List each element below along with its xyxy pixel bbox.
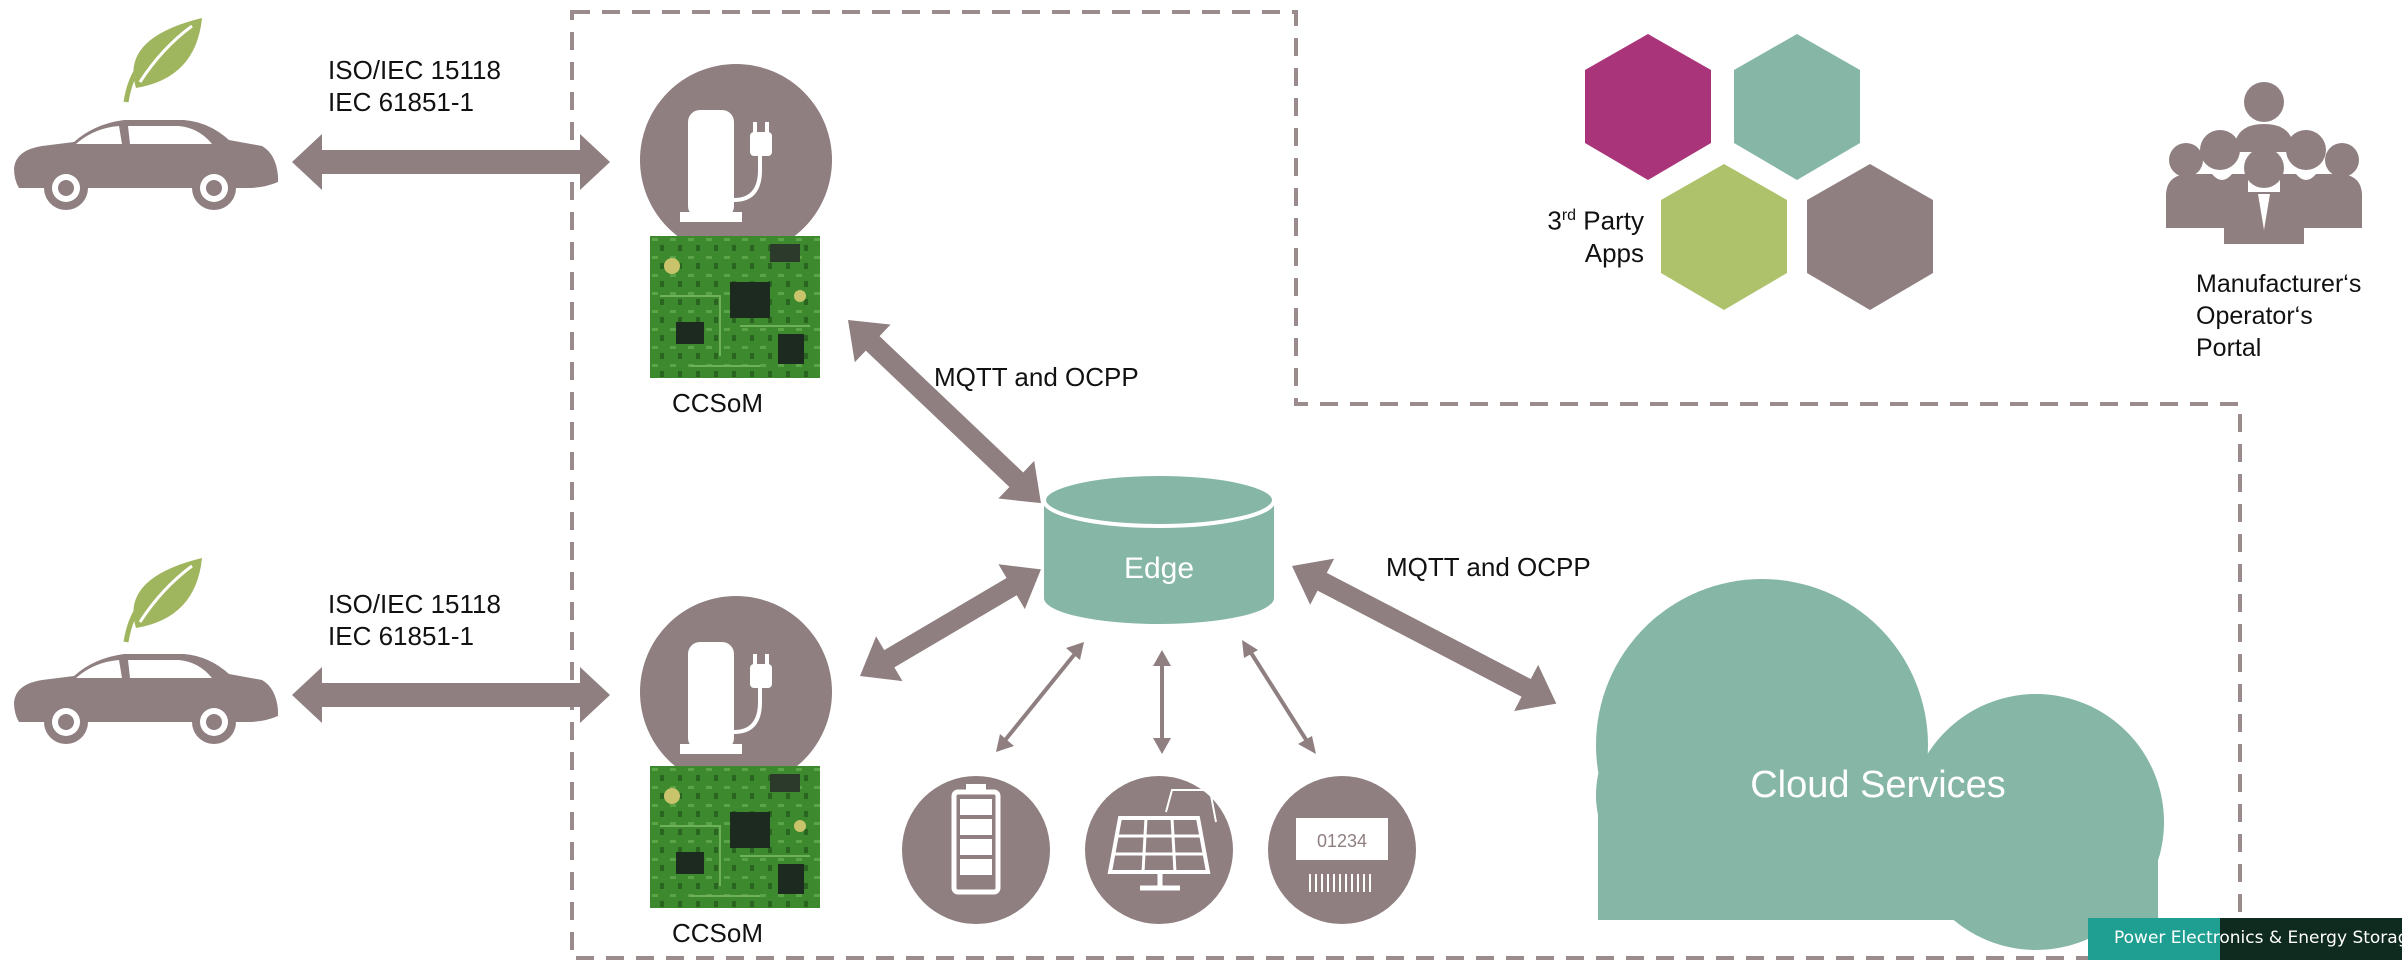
meter-icon: 01234	[1268, 776, 1416, 924]
edge-boundary-dashed	[570, 10, 2242, 960]
car-icon	[14, 120, 278, 210]
charger-icon	[638, 594, 834, 790]
vehicle-link-arrow	[292, 134, 610, 190]
ccsom-label: CCSoM	[672, 918, 764, 948]
peripheral-link-arrow	[996, 642, 1084, 752]
protocol-line: IEC 61851-1	[328, 87, 474, 117]
edge-link-label: MQTT and OCPP	[934, 362, 1139, 392]
protocol-line: ISO/IEC 15118	[328, 589, 501, 619]
charger-edge-arrow	[848, 320, 1041, 504]
cloud-shape	[1596, 579, 2164, 950]
portal-label: Manufacturer‘s Operator‘s Portal	[2196, 268, 2361, 364]
solar-panel-icon	[1085, 776, 1233, 924]
edge-label: Edge	[1123, 552, 1195, 585]
third-party-apps-label: 3rd Party Apps	[1520, 200, 1644, 269]
vehicle-protocol-label: ISO/IEC 15118 IEC 61851-1	[328, 54, 501, 118]
vehicle-link-arrow	[292, 667, 610, 723]
peripheral-link-arrow	[1242, 640, 1316, 754]
hexagon-app-icon	[1661, 164, 1787, 310]
edge-cloud-arrow	[1292, 558, 1557, 711]
battery-icon	[902, 776, 1050, 924]
portal-line2: Operator‘s	[2196, 302, 2313, 330]
users-group-icon	[2166, 82, 2362, 244]
apps-line1: Party	[1576, 205, 1644, 236]
protocol-line: IEC 61851-1	[328, 621, 474, 651]
charger-icon	[638, 62, 834, 258]
edge-database	[1042, 472, 1276, 624]
hexagon-app-icon	[1585, 34, 1711, 180]
cloud-services-label: Cloud Services	[1750, 764, 2006, 806]
meter-reading: 01234	[1317, 831, 1367, 851]
vehicle-protocol-label: ISO/IEC 15118 IEC 61851-1	[328, 588, 501, 652]
hexagon-app-icon	[1807, 164, 1933, 310]
apps-line2: Apps	[1584, 237, 1644, 268]
leaf-icon	[126, 18, 202, 102]
portal-line3: Portal	[2196, 334, 2262, 362]
footer-text: Power Electronics & Energy Storage	[2114, 928, 2402, 948]
protocol-line: ISO/IEC 15118	[328, 55, 501, 85]
peripheral-link-arrow	[1153, 650, 1171, 754]
apps-superscript: rd	[1561, 207, 1577, 224]
hexagon-app-icon	[1734, 34, 1860, 180]
leaf-icon	[126, 558, 202, 642]
portal-line1: Manufacturer‘s	[2196, 270, 2362, 298]
footer-banner: Power Electronics & Energy Storage	[2088, 918, 2402, 960]
ccsom-label: CCSoM	[672, 388, 764, 418]
cloud-link-label: MQTT and OCPP	[1386, 552, 1591, 582]
ccsom-board-image	[649, 765, 821, 909]
car-icon	[14, 654, 278, 744]
charger-edge-arrow	[860, 564, 1041, 682]
ccsom-board-image	[649, 235, 821, 379]
apps-prefix: 3	[1547, 205, 1562, 236]
